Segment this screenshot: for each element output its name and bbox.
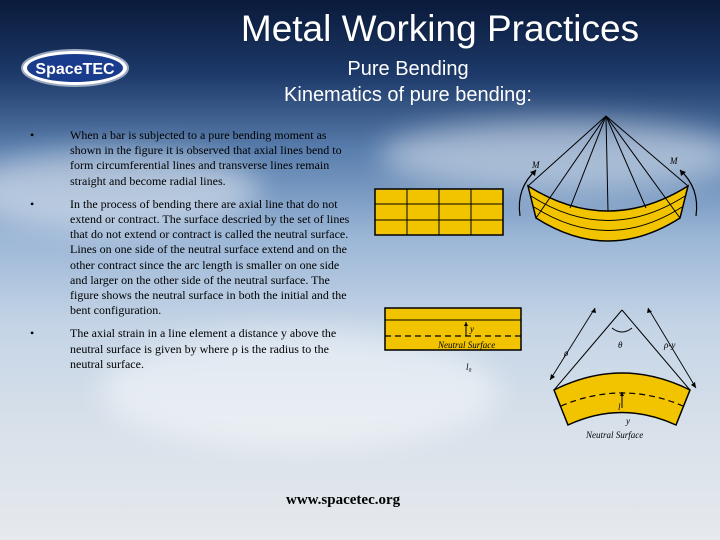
bullet-marker: • <box>30 128 35 142</box>
slide-subtitle: Pure Bending <box>347 58 469 80</box>
spacetec-logo: SpaceTEC <box>20 48 130 88</box>
theta-label: θ <box>618 340 623 350</box>
background-cloud <box>0 150 260 230</box>
l-label: l <box>618 402 621 412</box>
rho-minus-y-label: ρ-y <box>663 340 675 350</box>
y-label-bent: y <box>625 416 630 426</box>
neutral-surface-bar-diagram: y Neutral Surface l₀ <box>384 307 522 372</box>
bullet-item: • In the process of bending there are ax… <box>30 197 350 319</box>
neutral-surface-label-bent: Neutral Surface <box>585 430 643 440</box>
straight-bar-diagram <box>374 188 504 236</box>
bullet-text: When a bar is subjected to a pure bendin… <box>70 128 342 188</box>
bent-neutral-surface-diagram: ρ θ ρ-y l y Neutral Surface <box>549 307 697 440</box>
bent-bar-diagram: M M <box>518 115 698 242</box>
l0-label: l₀ <box>466 362 472 372</box>
bullet-item: • When a bar is subjected to a pure bend… <box>30 128 350 189</box>
background-cloud <box>380 120 720 190</box>
bullet-text: The axial strain in a line element a dis… <box>70 326 337 371</box>
bullet-list: • When a bar is subjected to a pure bend… <box>30 128 350 380</box>
bullet-marker: • <box>30 196 35 211</box>
moment-label-right: M <box>669 156 678 166</box>
moment-label-left: M <box>531 160 540 170</box>
footer-url: www.spacetec.org <box>286 492 401 508</box>
logo-text: SpaceTEC <box>35 61 115 78</box>
slide-heading: Kinematics of pure bending: <box>284 84 532 106</box>
rho-label: ρ <box>563 348 569 358</box>
neutral-surface-label: Neutral Surface <box>437 340 495 350</box>
slide-title: Metal Working Practices <box>240 8 640 49</box>
bullet-marker: • <box>30 326 35 341</box>
bullet-item: • The axial strain in a line element a d… <box>30 326 350 372</box>
bullet-text: In the process of bending there are axia… <box>70 196 350 318</box>
y-label: y <box>469 324 474 334</box>
